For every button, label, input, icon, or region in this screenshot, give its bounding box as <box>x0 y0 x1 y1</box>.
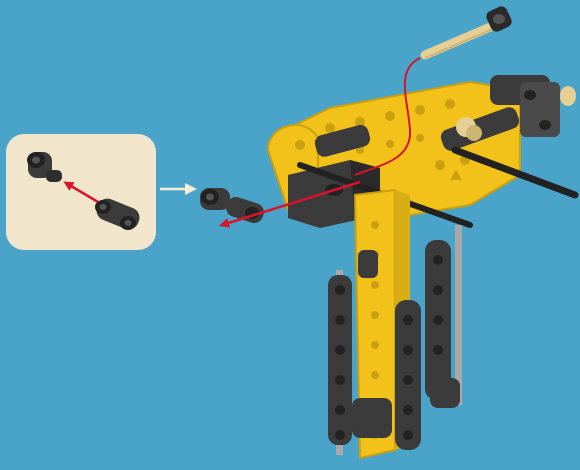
tan-axle-with-gear <box>425 4 514 58</box>
right-grey-axle <box>455 225 462 405</box>
yellow-model <box>268 75 576 458</box>
floating-connector-part <box>200 188 266 225</box>
callout-panel <box>6 134 156 250</box>
